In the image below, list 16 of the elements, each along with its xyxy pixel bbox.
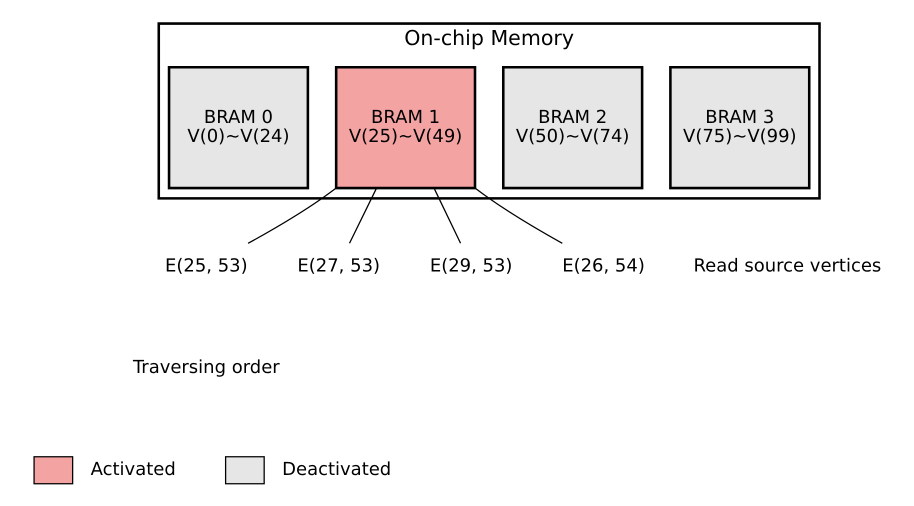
node-text: E(27, 53) bbox=[297, 255, 380, 276]
legend-label: Deactivated bbox=[282, 459, 392, 480]
node-box: BRAM 2 V(50)~V(74) bbox=[502, 66, 644, 190]
connector bbox=[434, 188, 462, 244]
connector bbox=[348, 188, 378, 244]
label: Read source vertices bbox=[693, 255, 882, 276]
node-text: E(25, 53) bbox=[165, 255, 248, 276]
legend-label: Activated bbox=[90, 459, 176, 480]
node-text: E(26, 54) bbox=[562, 255, 645, 276]
node-text: E(29, 53) bbox=[430, 255, 512, 276]
label: Traversing order bbox=[132, 356, 280, 378]
connector bbox=[474, 188, 563, 244]
connector bbox=[248, 188, 336, 244]
node-box: BRAM 3 V(75)~V(99) bbox=[669, 66, 811, 190]
node-box: BRAM 0 V(0)~V(24) bbox=[168, 66, 310, 190]
node-box: BRAM 1 V(25)~V(49) bbox=[334, 66, 476, 190]
